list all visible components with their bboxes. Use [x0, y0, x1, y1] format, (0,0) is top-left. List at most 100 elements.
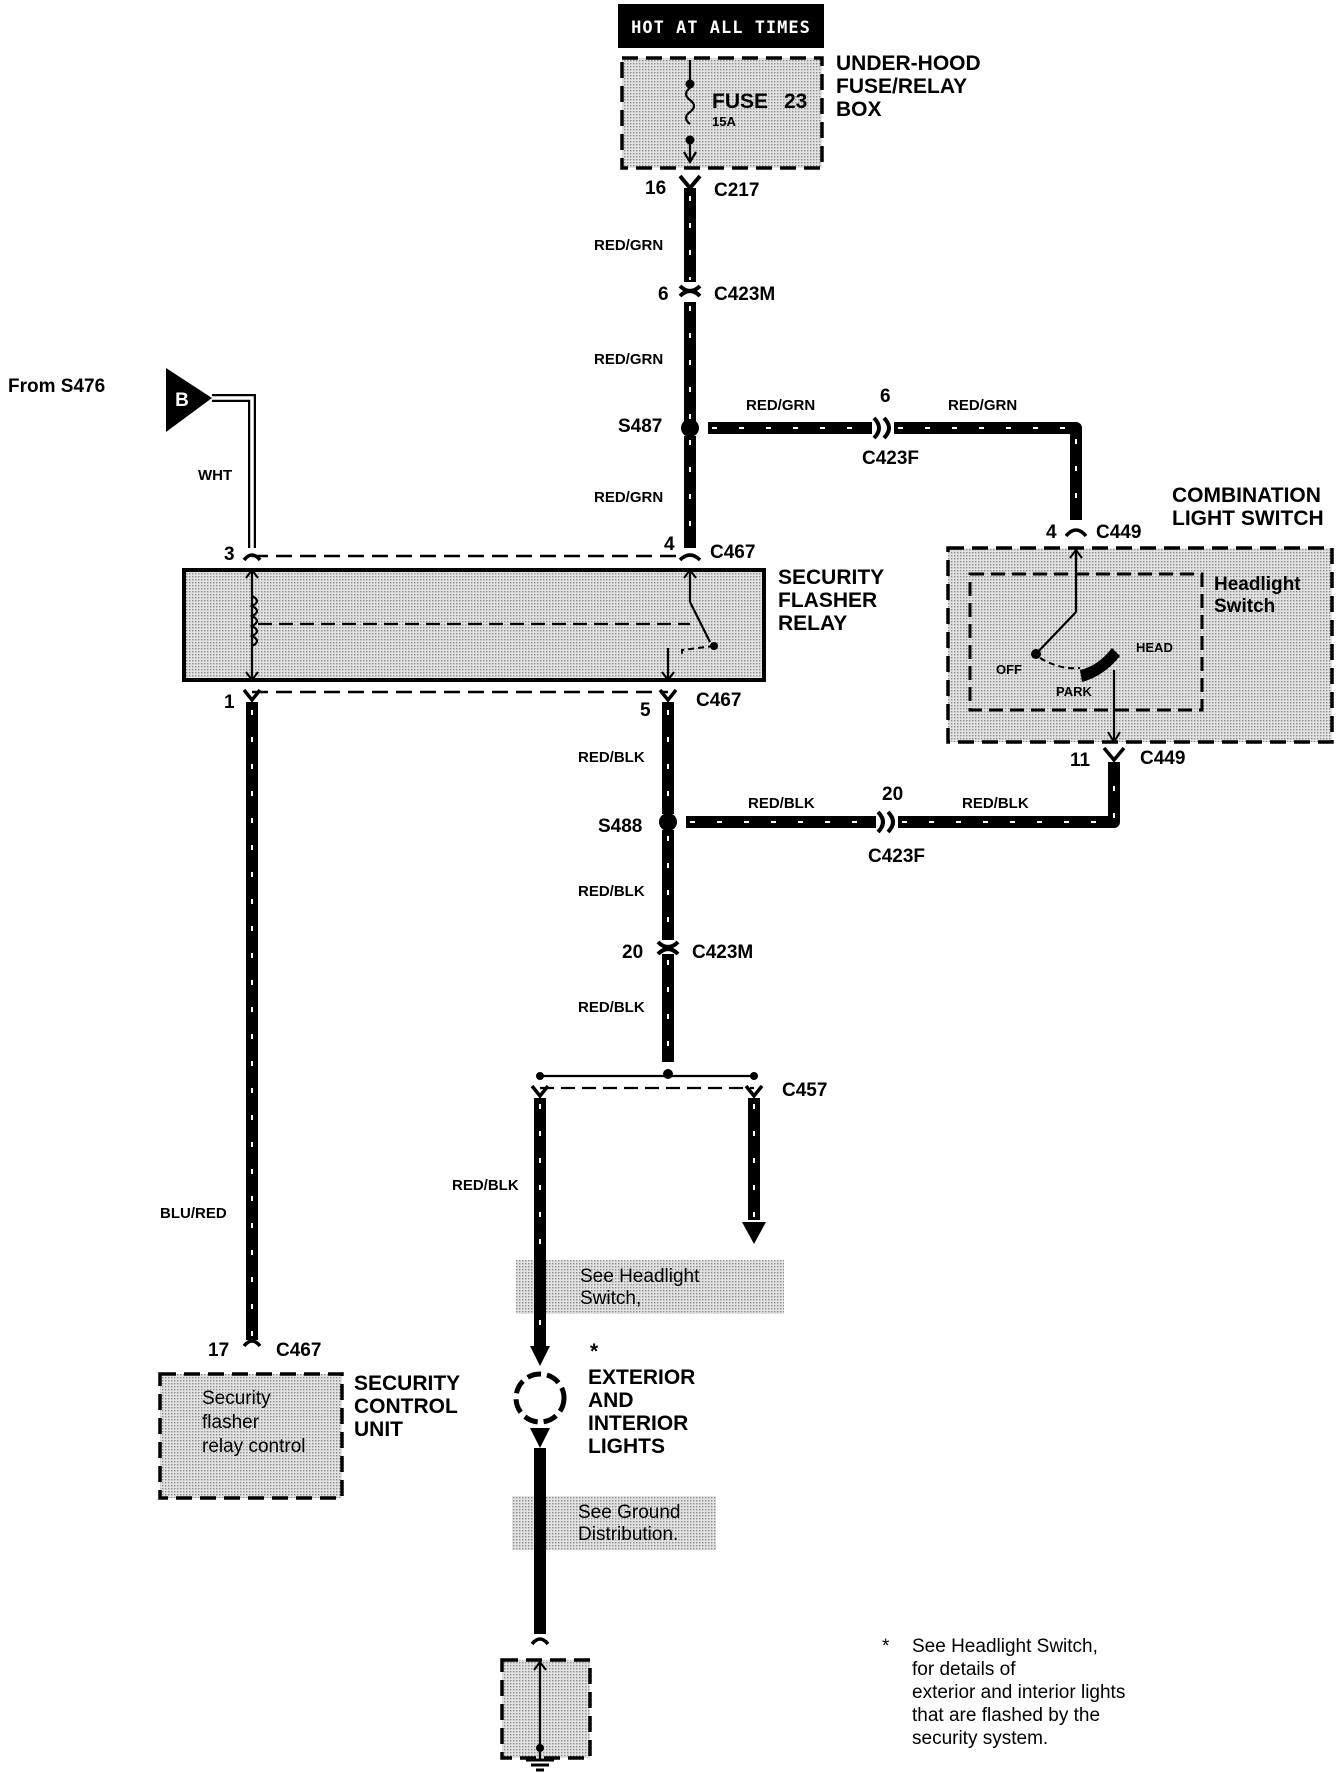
footnote: * See Headlight Switch, for details of e… [882, 1636, 1125, 1749]
wire-label-red-grn-5: RED/GRN [948, 397, 1017, 414]
svg-text:*: * [882, 1636, 890, 1657]
wire-label-red-grn-2: RED/GRN [594, 351, 663, 368]
wire-label-blu-red: BLU/RED [160, 1205, 227, 1222]
c467-top-label: C467 [710, 542, 755, 563]
switch-head-label: HEAD [1136, 640, 1173, 655]
c449-top-pin: 4 [1046, 522, 1057, 543]
c423m-top-pin: 6 [658, 284, 669, 305]
wire-label-red-grn-4: RED/GRN [746, 397, 815, 414]
wire-s488-to-c449 [686, 762, 1120, 828]
c467-bot-connector [242, 688, 678, 703]
fuse-rating: 15A [712, 114, 736, 129]
c467-top-connector [242, 553, 702, 562]
ground-box [500, 1658, 592, 1760]
c467-scu-connector [242, 1339, 262, 1348]
c423m-bot-connector [656, 940, 680, 956]
fuse-box-label-1: UNDER-HOOD [836, 52, 981, 75]
c423m-bot-label: C423M [692, 942, 753, 963]
headlight-switch-label-2: Switch [1214, 596, 1275, 617]
lights-label-1: EXTERIOR [588, 1366, 695, 1389]
fuse-number: 23 [784, 90, 807, 113]
svg-text:B: B [175, 390, 189, 411]
svg-text:for details of: for details of [912, 1659, 1016, 1680]
c467-scu-label: C467 [276, 1340, 321, 1361]
scu-inner-3: relay control [202, 1436, 306, 1457]
from-s476-label: From S476 [8, 376, 105, 397]
wire-label-red-blk-5: RED/BLK [962, 795, 1029, 812]
lights-label-4: LIGHTS [588, 1435, 665, 1458]
fuse-box-label-2: FUSE/RELAY [836, 75, 967, 98]
switch-park-label: PARK [1056, 684, 1092, 699]
svg-text:See Headlight Switch,: See Headlight Switch, [912, 1636, 1098, 1657]
c457-label: C457 [782, 1080, 827, 1101]
scu-inner-2: flasher [202, 1412, 260, 1433]
security-control-unit: Security flasher relay control [158, 1372, 344, 1500]
s487-splice [681, 419, 699, 437]
wire-label-red-grn-1: RED/GRN [594, 237, 663, 254]
wire-s487-to-c449 [708, 422, 1082, 520]
c423f-top-connector [872, 416, 891, 440]
c423f-top-pin: 6 [880, 386, 891, 407]
scu-inner-1: Security [202, 1388, 271, 1409]
wire-label-red-blk-1: RED/BLK [578, 749, 645, 766]
c467-bot-left-pin: 1 [224, 692, 235, 713]
c423f-bot-label: C423F [868, 846, 925, 867]
from-s476-terminal: B [166, 368, 212, 432]
lights-arrow-out [530, 1428, 550, 1448]
c217-pin: 16 [645, 178, 666, 199]
svg-text:See Ground: See Ground [578, 1502, 680, 1523]
c449-top-label: C449 [1096, 522, 1141, 543]
s488-label: S488 [598, 816, 642, 837]
c423m-top-connector [678, 284, 702, 298]
down-arrow-icon [742, 1222, 766, 1244]
relay-label-2: FLASHER [778, 589, 877, 612]
c467-scu-pin: 17 [208, 1340, 229, 1361]
c467-top-left-pin: 3 [224, 544, 235, 565]
c449-bot-label: C449 [1140, 748, 1185, 769]
c449-bot-pin: 11 [1070, 750, 1091, 771]
wire-label-red-blk-3: RED/BLK [578, 999, 645, 1016]
lights-label-2: AND [588, 1389, 634, 1412]
wire-label-wht: WHT [198, 467, 232, 484]
c217-label: C217 [714, 180, 759, 201]
lights-asterisk: * [590, 1340, 599, 1363]
combo-switch-label-1: COMBINATION [1172, 484, 1321, 507]
svg-text:Switch,: Switch, [580, 1288, 641, 1309]
s487-label: S487 [618, 416, 662, 437]
relay-label-3: RELAY [778, 612, 847, 635]
lights-bulb-icon [513, 1371, 567, 1425]
wire-label-red-blk-4: RED/BLK [748, 795, 815, 812]
c449-bot-connector [1102, 746, 1126, 763]
c467-bot-label: C467 [696, 690, 741, 711]
scu-label-3: UNIT [354, 1418, 403, 1441]
c449-top-connector [1064, 528, 1088, 538]
wire-label-red-blk-2: RED/BLK [578, 883, 645, 900]
combo-switch-label-2: LIGHT SWITCH [1172, 507, 1324, 530]
wire-label-red-grn-3: RED/GRN [594, 489, 663, 506]
c457-splitter [530, 1069, 764, 1099]
scu-label-1: SECURITY [354, 1372, 460, 1395]
combination-light-switch: OFF PARK HEAD Headlight Switch [946, 546, 1334, 744]
fuse-box-label-3: BOX [836, 98, 882, 121]
switch-off-label: OFF [996, 662, 1022, 677]
c217-connector [678, 174, 702, 192]
c423m-top-label: C423M [714, 284, 775, 305]
security-flasher-relay [182, 568, 766, 682]
svg-text:See Headlight: See Headlight [580, 1266, 700, 1287]
lights-arrow-in [530, 1346, 550, 1366]
c467-bot-pin: 5 [640, 700, 651, 721]
headlight-switch-label-1: Headlight [1214, 574, 1301, 595]
svg-text:HOT AT ALL TIMES: HOT AT ALL TIMES [631, 18, 811, 38]
hot-at-all-times-tag: HOT AT ALL TIMES [618, 4, 824, 48]
c423f-bot-connector [876, 810, 895, 834]
c423f-bot-pin: 20 [882, 784, 903, 805]
c423m-bot-pin: 20 [622, 942, 643, 963]
ground-icon [526, 1752, 554, 1772]
svg-text:security system.: security system. [912, 1728, 1048, 1749]
c423f-top-label: C423F [862, 448, 919, 469]
wire-label-red-blk-6: RED/BLK [452, 1177, 519, 1194]
scu-label-2: CONTROL [354, 1395, 458, 1418]
svg-text:exterior and interior lights: exterior and interior lights [912, 1682, 1125, 1703]
svg-text:Distribution.: Distribution. [578, 1524, 678, 1545]
